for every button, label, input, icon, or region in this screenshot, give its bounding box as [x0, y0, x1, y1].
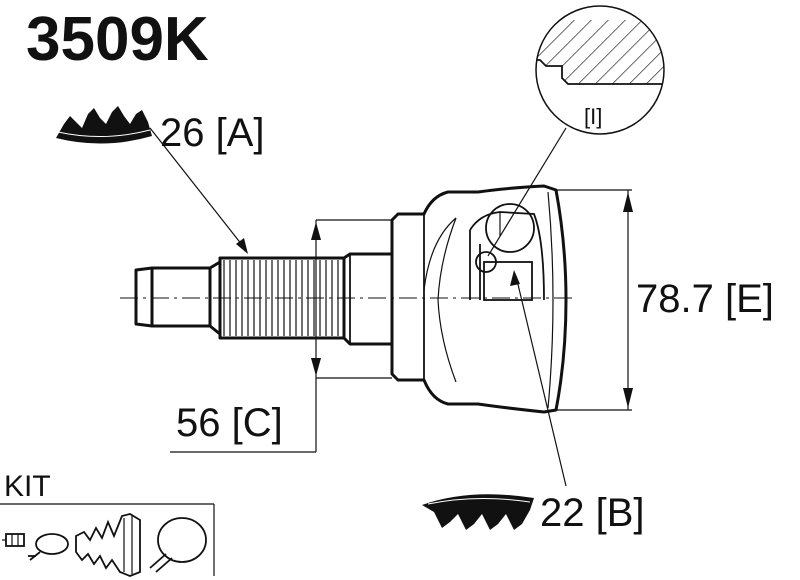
detail-view-label: [I] [584, 104, 602, 129]
leader-a [149, 127, 248, 254]
spline-count-a-label: 26 [A] [160, 111, 265, 155]
spline-icon-b [422, 494, 534, 530]
dimension-e-label: 78.7 [E] [636, 277, 774, 321]
detail-view-i [535, 5, 665, 135]
detail-leader [487, 127, 567, 257]
boot-icon [75, 513, 141, 577]
leader-b [510, 270, 567, 487]
nut-icon [2, 533, 25, 547]
dimension-c-label: 56 [C] [176, 401, 283, 445]
part-number-title: 3509K [26, 5, 209, 74]
kit-label: KIT [4, 470, 51, 503]
spline-icon-a [56, 106, 152, 144]
clamp-large-icon [149, 517, 207, 573]
spline-count-b-label: 22 [B] [540, 491, 645, 535]
clamp-small-icon [28, 533, 69, 561]
dimension-e [556, 189, 633, 411]
